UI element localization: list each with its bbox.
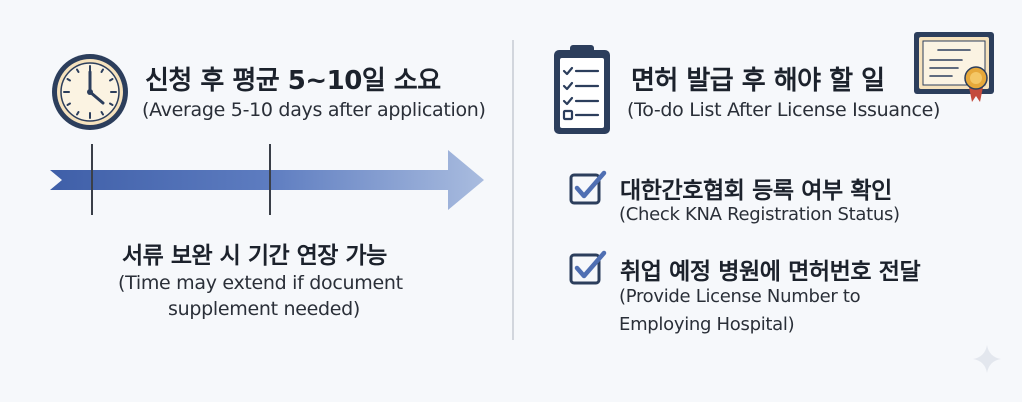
checkbox-icon	[568, 248, 608, 288]
processing-time-title: 신청 후 평균 5~10일 소요	[145, 66, 441, 96]
checkbox-icon	[568, 168, 608, 208]
processing-time-subtitle: (Average 5-10 days after application)	[142, 99, 486, 121]
todo-item-label: 대한간호협회 등록 여부 확인	[620, 178, 892, 204]
todo-title: 면허 발급 후 해야 할 일	[631, 66, 885, 96]
sparkle-icon	[972, 344, 1002, 374]
clipboard-icon	[552, 44, 612, 136]
todo-item-label: 취업 예정 병원에 면허번호 전달	[620, 259, 921, 285]
section-divider	[512, 40, 514, 340]
extension-note-title: 서류 보완 시 기간 연장 가능	[122, 243, 387, 269]
todo-item-sub: (Check KNA Registration Status)	[619, 204, 900, 225]
todo-subtitle: (To-do List After License Issuance)	[627, 99, 941, 121]
todo-item-sub: Employing Hospital)	[619, 314, 795, 335]
todo-item-sub: (Provide License Number to	[619, 286, 861, 307]
extension-note-line1: (Time may extend if document	[118, 272, 403, 294]
extension-note-line2: supplement needed)	[168, 298, 361, 320]
clock-icon	[48, 50, 132, 134]
certificate-icon	[912, 30, 996, 106]
timeline-arrow	[48, 140, 488, 220]
